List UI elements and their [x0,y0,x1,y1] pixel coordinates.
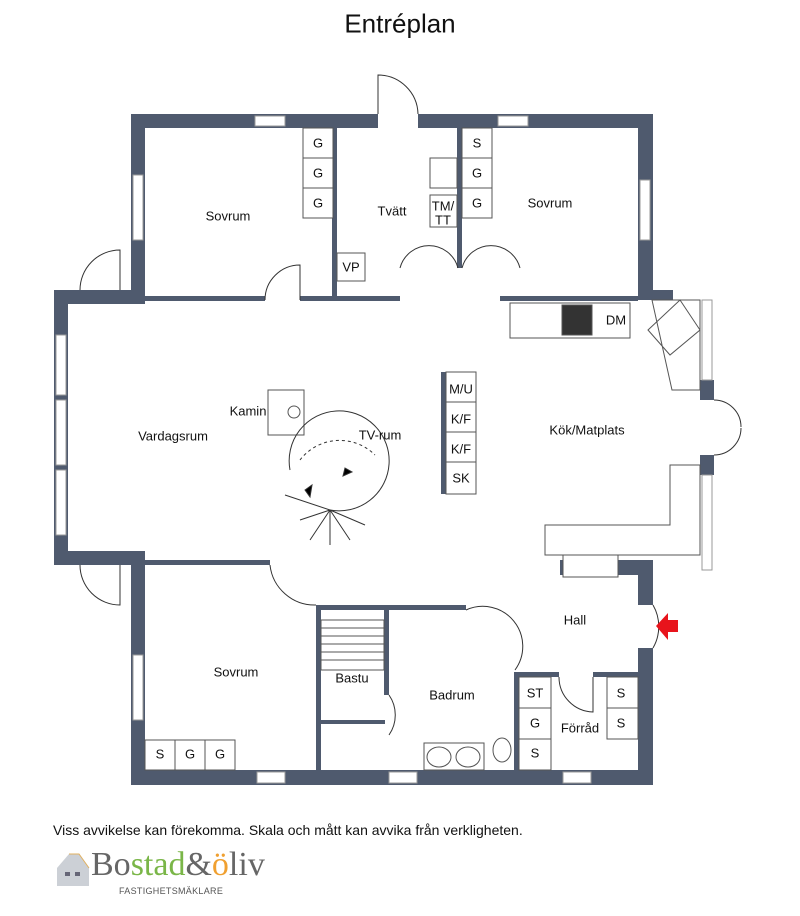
closet-label: G [471,195,483,211]
closet-label: G [312,135,324,151]
closet-label: K/F [450,441,472,457]
logo-subtitle: FASTIGHETSMÄKLARE [119,886,224,896]
logo-text: stad [130,846,186,883]
logo-text: ö [211,846,229,883]
closet-label: S [530,745,540,761]
room-label-badrum: Badrum [429,687,475,703]
closet-label: S [155,746,165,762]
room-label-tv-rum: TV-rum [358,427,402,443]
cabinets [144,127,701,771]
disclaimer-text: Viss avvikelse kan förekomma. Skala och … [53,822,523,838]
logo-text: Bo [91,846,131,883]
logo-text: & [185,846,212,883]
closet-label: S [616,685,626,701]
closet-label: G [312,165,324,181]
closet-label: G [471,165,483,181]
entrance-arrow-icon [656,613,678,640]
closet-label: G [529,715,541,731]
closet-label: G [214,746,226,762]
room-label-tvatt: Tvätt [377,203,407,219]
plan-title: Entréplan [344,8,456,39]
closet-label: S [616,715,626,731]
logo-text: liv [228,846,265,883]
spiral-staircase [284,410,390,545]
closet-label: SK [452,470,470,486]
room-label-hall: Hall [563,612,587,628]
closet-label: G [184,746,196,762]
room-label-sovrum-nw: Sovrum [205,208,251,224]
room-label-sovrum-sw: Sovrum [213,664,259,680]
room-label-bastu: Bastu [335,670,369,686]
closet-label: K/F [450,411,472,427]
closet-label: G [312,195,324,211]
label-tm: TM/ [431,198,455,214]
label-vp: VP [342,259,360,275]
company-logo: Bostad&öliv FASTIGHETSMÄKLARE [55,846,265,896]
room-label-sovrum-ne: Sovrum [527,195,573,211]
closet-label: ST [526,685,544,701]
house-icon [57,853,90,886]
label-dm: DM [605,312,627,328]
closet-label: M/U [449,381,473,397]
windows [55,115,713,784]
room-label-forrad: Förråd [560,720,600,736]
label-tt: TT [435,212,451,228]
room-label-vardagsrum: Vardagsrum [138,428,208,444]
room-label-kok: Kök/Matplats [549,422,625,438]
label-kamin: Kamin [229,403,267,419]
closet-label: S [472,135,482,151]
